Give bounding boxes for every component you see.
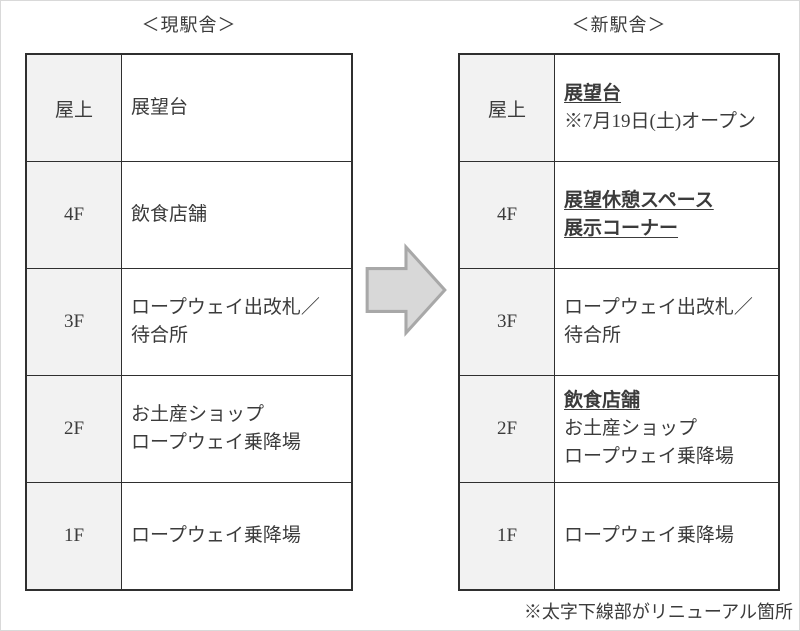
floor-usage: ロープウェイ乗降場 <box>122 483 351 589</box>
renewal-footnote: ※太字下線部がリニューアル箇所 <box>523 602 793 622</box>
facility-item: ロープウェイ出改札／ <box>131 297 320 318</box>
right-block-arrow-icon <box>365 243 447 337</box>
facility-item: お土産ショップ <box>131 404 265 425</box>
floor-usage: 飲食店舗お土産ショップロープウェイ乗降場 <box>555 376 778 482</box>
floor-label: 3F <box>460 269 555 375</box>
floor-label: 2F <box>27 376 122 482</box>
facility-item: ロープウェイ乗降場 <box>131 525 301 546</box>
facility-item: ロープウェイ乗降場 <box>564 446 734 467</box>
floor-label: 2F <box>460 376 555 482</box>
floor-usage: 展望休憩スペース展示コーナー <box>555 162 778 268</box>
facility-item: お土産ショップ <box>564 418 698 439</box>
floor-row: 1F ロープウェイ乗降場 <box>27 482 351 589</box>
floor-usage: ロープウェイ出改札／ 待合所 <box>122 269 351 375</box>
floor-usage: ロープウェイ出改札／ 待合所 <box>555 269 778 375</box>
renewal-item: 展望台 <box>564 83 622 104</box>
floor-label: 1F <box>460 483 555 589</box>
new-station-title: ＜新駅舎＞ <box>571 15 667 35</box>
floor-label: 屋上 <box>27 55 122 161</box>
floor-label: 屋上 <box>460 55 555 161</box>
floor-usage: 展望台 <box>122 55 351 161</box>
floor-row: 3F ロープウェイ出改札／ 待合所 <box>460 268 778 375</box>
facility-item: 待合所 <box>564 325 622 346</box>
facility-item: 展望台 <box>131 97 189 118</box>
floor-row: 屋上展望台 <box>27 55 351 161</box>
facility-item: ※7月19日(土)オープン <box>564 111 757 132</box>
renewal-item: 飲食店舗 <box>564 390 641 411</box>
facility-item: ロープウェイ乗降場 <box>564 525 734 546</box>
facility-item: 待合所 <box>131 325 189 346</box>
floor-usage: ロープウェイ乗降場 <box>555 483 778 589</box>
facility-item: ロープウェイ出改札／ <box>564 297 753 318</box>
floor-label: 3F <box>27 269 122 375</box>
floor-usage: 展望台 ※7月19日(土)オープン <box>555 55 778 161</box>
floor-row: 屋上展望台 ※7月19日(土)オープン <box>460 55 778 161</box>
floor-row: 3F ロープウェイ出改札／ 待合所 <box>27 268 351 375</box>
floor-row: 1F ロープウェイ乗降場 <box>460 482 778 589</box>
floor-row: 4F 飲食店舗 <box>27 161 351 268</box>
facility-item: 飲食店舗 <box>131 204 208 225</box>
current-station-title: ＜現駅舎＞ <box>141 15 237 35</box>
renewal-item: 展望休憩スペース <box>564 190 714 211</box>
renewal-item: 展示コーナー <box>564 218 679 239</box>
floor-label: 1F <box>27 483 122 589</box>
facility-item: ロープウェイ乗降場 <box>131 432 301 453</box>
floor-label: 4F <box>27 162 122 268</box>
floor-usage: お土産ショップロープウェイ乗降場 <box>122 376 351 482</box>
floor-usage: 飲食店舗 <box>122 162 351 268</box>
floor-label: 4F <box>460 162 555 268</box>
